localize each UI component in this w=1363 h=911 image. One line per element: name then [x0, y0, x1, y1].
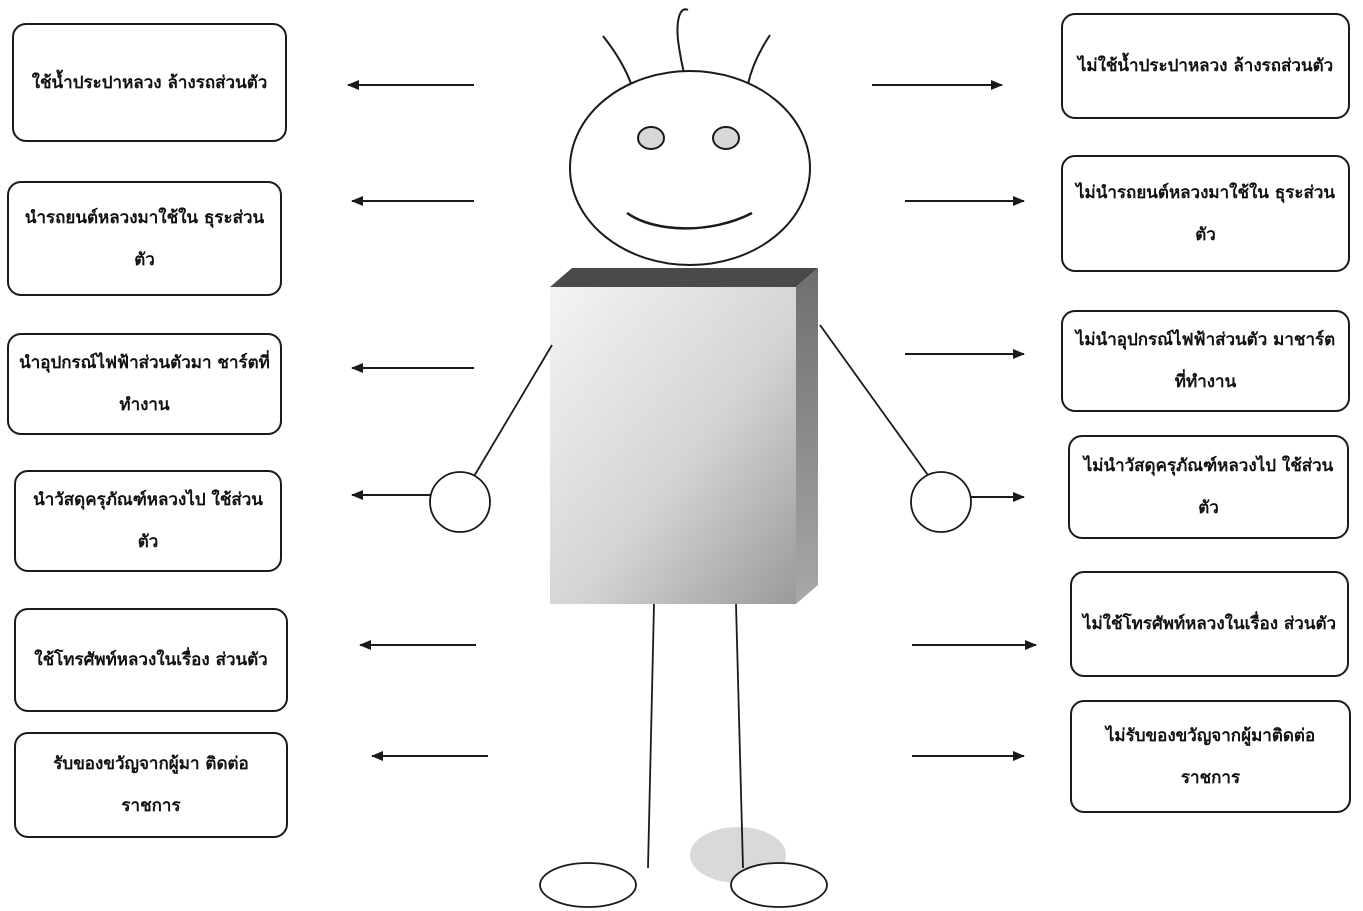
arms [429, 324, 972, 533]
right-box-4-text: ไม่นำวัสดุครุภัณฑ์หลวงไป ใช้ส่วนตัว [1083, 456, 1334, 518]
right-foot [730, 862, 828, 908]
left-box-4: นำวัสดุครุภัณฑ์หลวงไป ใช้ส่วนตัว [14, 470, 282, 572]
right-box-5-text: ไม่ใช้โทรศัพท์หลวงในเรื่อง ส่วนตัว [1082, 614, 1337, 634]
legs [539, 603, 828, 908]
left-box-6-text: รับของขวัญจากผู้มา ติดต่อราชการ [53, 754, 249, 816]
head [569, 70, 811, 266]
mouth [626, 211, 753, 230]
left-arrows [347, 80, 488, 761]
right-box-1-text: ไม่ใช้น้ำประปาหลวง ล้างรถส่วนตัว [1077, 56, 1334, 76]
left-box-4-text: นำวัสดุครุภัณฑ์หลวงไป ใช้ส่วนตัว [33, 490, 263, 552]
right-box-5: ไม่ใช้โทรศัพท์หลวงในเรื่อง ส่วนตัว [1070, 571, 1349, 677]
left-foot [539, 862, 637, 908]
right-arrows [872, 80, 1037, 761]
body-box [550, 268, 818, 604]
left-box-3: นำอุปกรณ์ไฟฟ้าส่วนตัวมา ชาร์ตที่ทำงาน [7, 333, 282, 435]
left-hand [429, 471, 491, 533]
right-hand [910, 471, 972, 533]
left-box-3-text: นำอุปกรณ์ไฟฟ้าส่วนตัวมา ชาร์ตที่ทำงาน [19, 353, 270, 415]
right-box-6: ไม่รับของขวัญจากผู้มาติดต่อ ราชการ [1070, 700, 1351, 813]
left-box-1: ใช้น้ำประปาหลวง ล้างรถส่วนตัว [12, 23, 287, 142]
left-box-5-text: ใช้โทรศัพท์หลวงในเรื่อง ส่วนตัว [34, 650, 268, 670]
right-box-1: ไม่ใช้น้ำประปาหลวง ล้างรถส่วนตัว [1061, 13, 1350, 119]
right-box-3: ไม่นำอุปกรณ์ไฟฟ้าส่วนตัว มาชาร์ตที่ทำงาน [1061, 310, 1350, 412]
left-box-5: ใช้โทรศัพท์หลวงในเรื่อง ส่วนตัว [14, 608, 288, 712]
right-box-3-text: ไม่นำอุปกรณ์ไฟฟ้าส่วนตัว มาชาร์ตที่ทำงาน [1075, 330, 1336, 392]
left-box-2-text: นำรถยนต์หลวงมาใช้ใน ธุระส่วนตัว [24, 207, 265, 270]
right-box-6-text: ไม่รับของขวัญจากผู้มาติดต่อ ราชการ [1105, 725, 1316, 788]
left-box-6: รับของขวัญจากผู้มา ติดต่อราชการ [14, 732, 288, 838]
left-eye [637, 126, 665, 150]
left-box-2: นำรถยนต์หลวงมาใช้ใน ธุระส่วนตัว [7, 181, 282, 296]
right-box-4: ไม่นำวัสดุครุภัณฑ์หลวงไป ใช้ส่วนตัว [1068, 435, 1349, 539]
right-box-2-text: ไม่นำรถยนต์หลวงมาใช้ใน ธุระส่วนตัว [1075, 182, 1336, 245]
right-eye [712, 126, 740, 150]
right-box-2: ไม่นำรถยนต์หลวงมาใช้ใน ธุระส่วนตัว [1061, 155, 1350, 272]
left-box-1-text: ใช้น้ำประปาหลวง ล้างรถส่วนตัว [31, 72, 268, 93]
hair [602, 8, 771, 87]
